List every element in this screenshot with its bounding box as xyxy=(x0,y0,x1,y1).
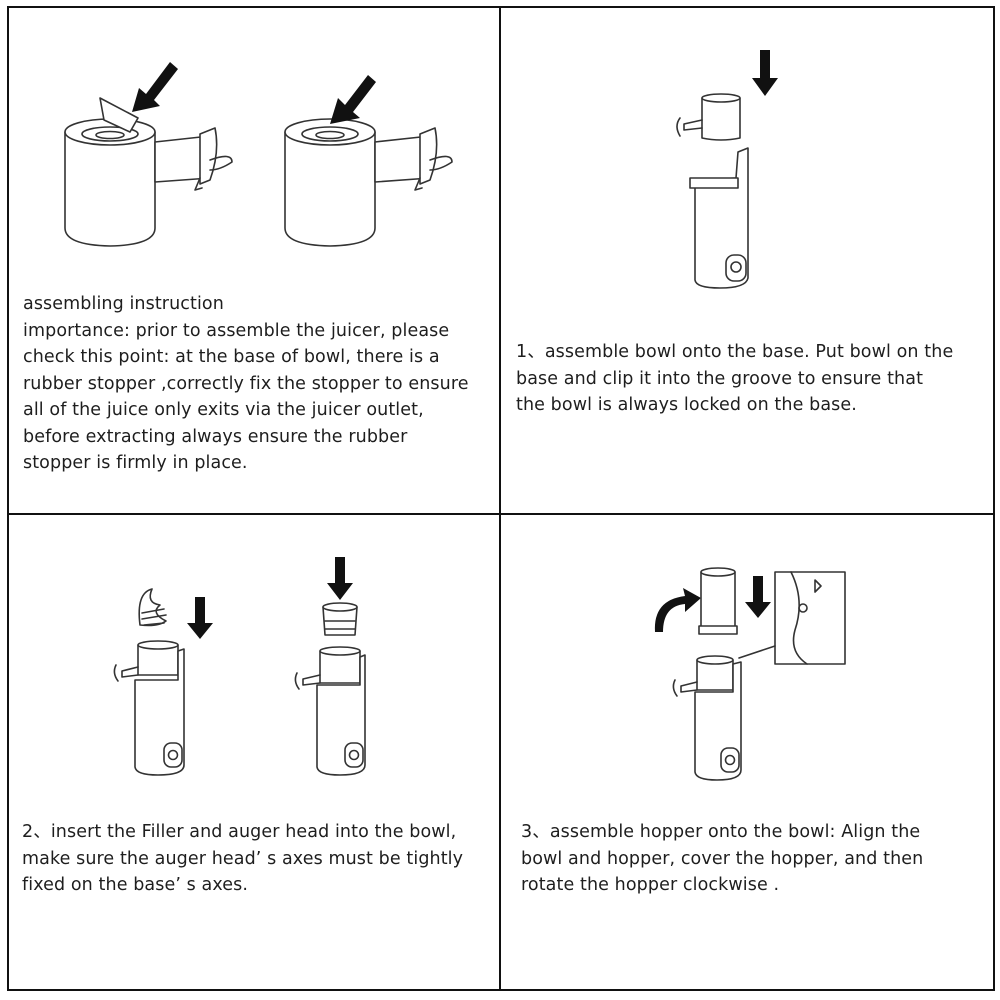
filter-insertion-illustration xyxy=(294,557,366,776)
hopper-rotation-illustration xyxy=(654,567,846,781)
bowl-with-stopper-illustration xyxy=(64,62,233,247)
auger-insertion-illustration xyxy=(113,588,213,776)
bowl-onto-base-illustration xyxy=(676,50,778,289)
grid-divider-horizontal xyxy=(7,513,995,515)
instruction-grid xyxy=(7,6,995,991)
bowl-stopper-installed-illustration xyxy=(284,75,453,247)
panel-step-3-text: 3、assemble hopper onto the bowl: Align t… xyxy=(521,822,924,895)
panel-assembling-instruction-text: assembling instruction importance: prior… xyxy=(23,294,469,473)
panel-step-1-text: 1、assemble bowl onto the base. Put bowl … xyxy=(516,342,954,415)
grid-divider-vertical xyxy=(499,6,501,991)
panel-step-2-text: 2、insert the Filler and auger head into … xyxy=(22,822,464,895)
